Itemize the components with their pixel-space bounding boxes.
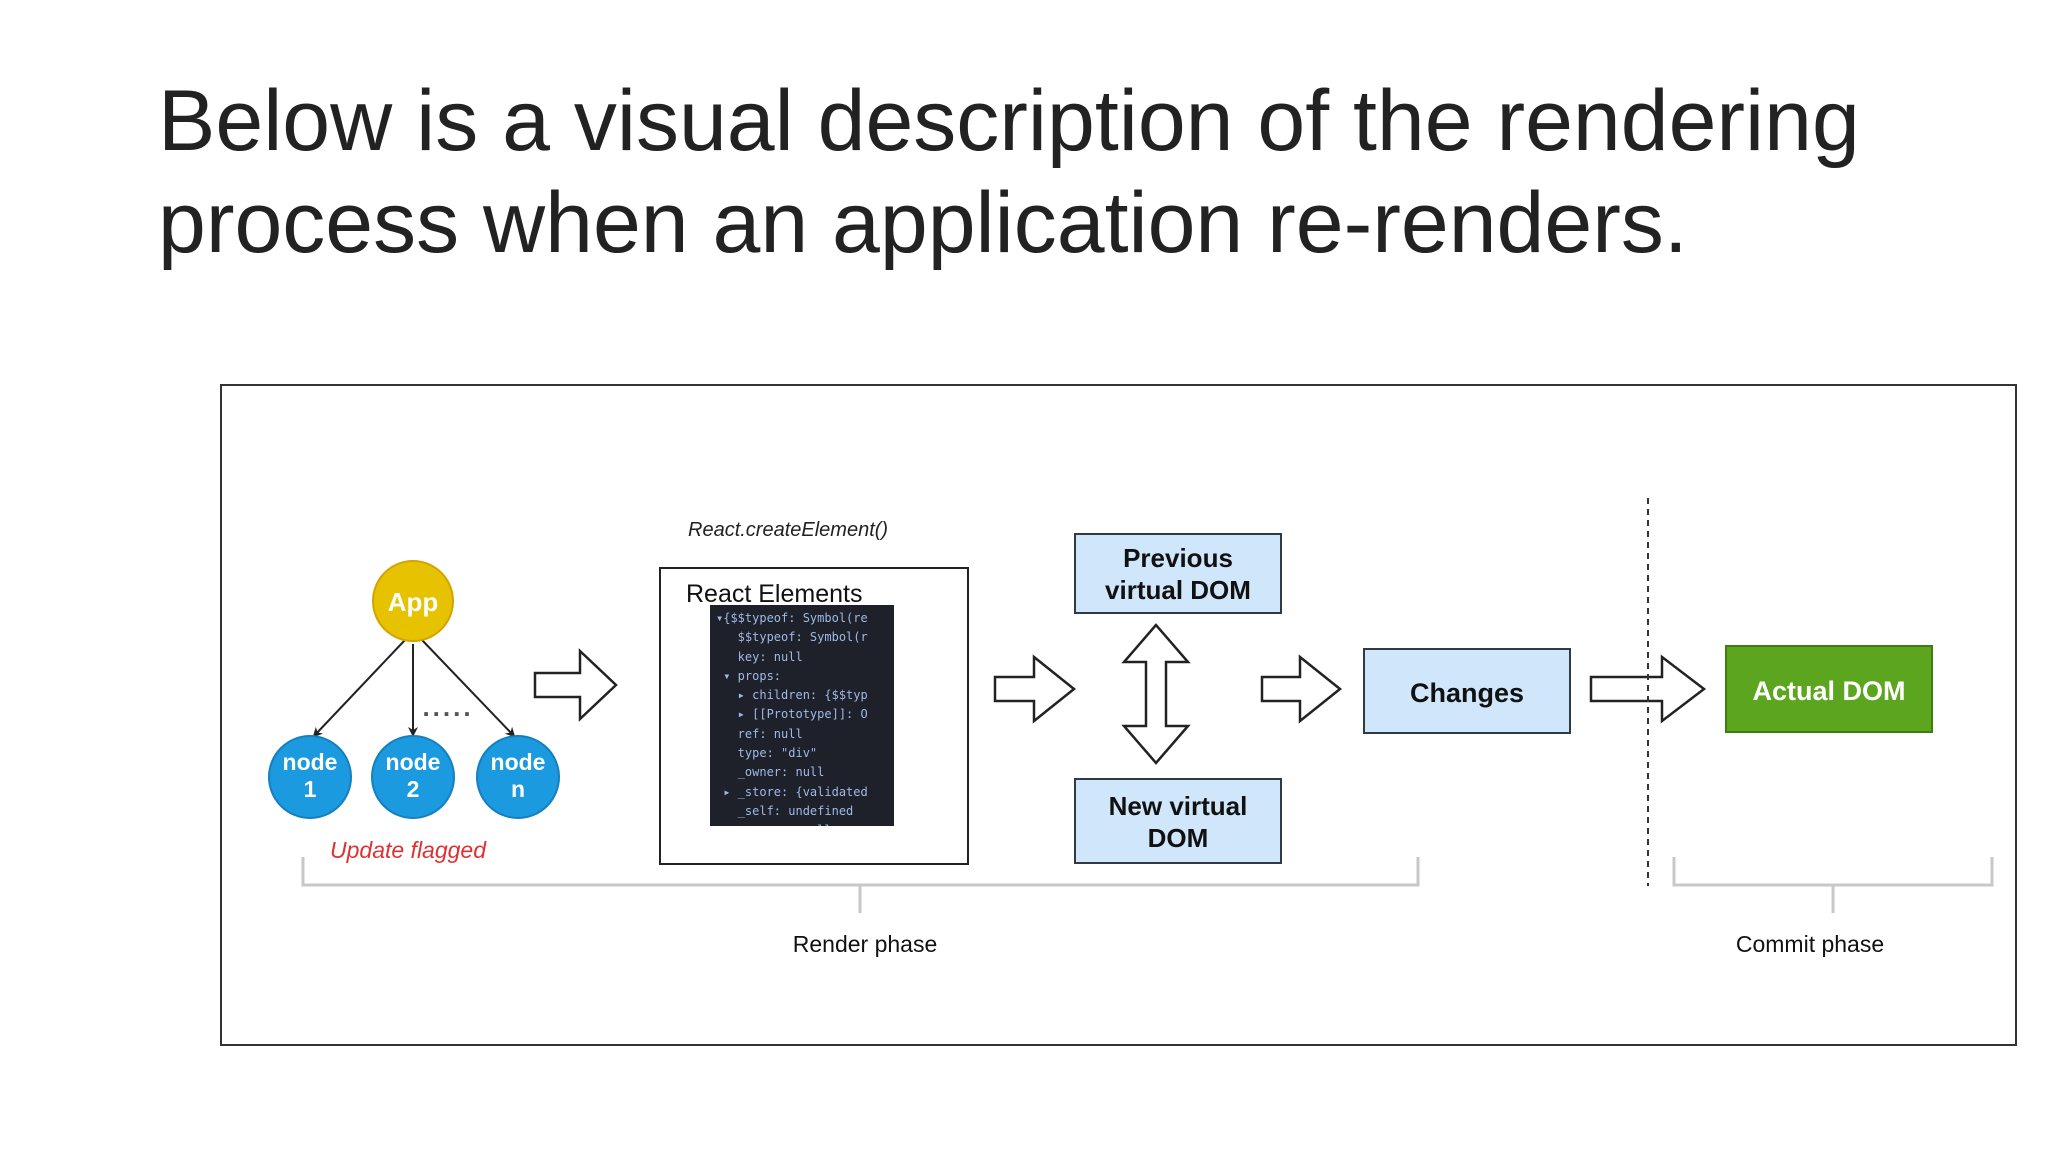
child-node-n-label-2: n [511, 776, 525, 802]
code-line: ▾{$$typeof: Symbol(re [716, 611, 868, 625]
code-line: $$typeof: Symbol(r [716, 630, 868, 645]
react-elements-label: React Elements [686, 580, 862, 608]
code-line: ▾ props: [716, 668, 782, 683]
code-line: _self: undefined [716, 803, 854, 818]
code-line: ▸ _store: {validated [716, 784, 868, 799]
update-flagged-label: Update flagged [330, 837, 487, 863]
code-line: ▸ children: {$$typ [716, 688, 868, 703]
changes-label: Changes [1410, 678, 1524, 708]
actual-dom-label: Actual DOM [1752, 676, 1905, 706]
code-line: _owner: null [716, 765, 825, 780]
commit-phase-bracket [1672, 857, 1994, 913]
title-line-1: Below is a visual description of the ren… [158, 73, 1860, 169]
previous-vdom-label-2: virtual DOM [1105, 575, 1251, 605]
child-node-n-label-1: node [491, 749, 546, 775]
code-line: ref: null [716, 726, 803, 741]
slide-title: Below is a visual description of the ren… [158, 70, 1958, 274]
edge-app-node1 [312, 639, 406, 738]
new-vdom-label-1: New virtual [1109, 791, 1248, 821]
child-node-2: node 2 [371, 735, 455, 819]
child-node-1: node 1 [268, 735, 352, 819]
new-vdom-box: New virtual DOM [1074, 778, 1282, 864]
previous-vdom-box: Previous virtual DOM [1074, 533, 1282, 614]
title-line-2: process when an application re-renders. [158, 175, 1688, 271]
commit-phase-label: Commit phase [1736, 931, 1884, 957]
create-element-label: React.createElement() [688, 519, 888, 541]
child-node-1-label-1: node [283, 749, 338, 775]
child-node-2-label-1: node [386, 749, 441, 775]
new-vdom-label-2: DOM [1148, 823, 1209, 853]
diagram-frame [220, 384, 2017, 1046]
double-arrow-vertical [1121, 623, 1191, 765]
child-node-n: node n [476, 735, 560, 819]
render-phase-bracket [301, 857, 1420, 913]
previous-vdom-label-1: Previous [1123, 543, 1233, 573]
hollow-arrow-2 [993, 654, 1077, 724]
app-node: App [372, 560, 454, 642]
code-line: _source: null [716, 821, 894, 826]
hollow-arrow-3 [1260, 654, 1343, 724]
actual-dom-box: Actual DOM [1725, 645, 1933, 733]
tree-edges [312, 639, 516, 738]
edge-app-noden [421, 639, 516, 738]
code-line: key: null [716, 649, 803, 664]
hollow-arrow-1 [533, 648, 618, 722]
child-node-1-label-2: 1 [304, 776, 317, 802]
child-node-2-label-2: 2 [407, 776, 420, 802]
code-line: type: "div" [716, 746, 818, 761]
render-phase-label: Render phase [793, 931, 938, 957]
app-node-label: App [388, 587, 439, 617]
changes-box: Changes [1363, 648, 1571, 734]
nodes-ellipsis: ..... [422, 692, 473, 722]
code-line: ▸ [[Prototype]]: O [716, 707, 868, 722]
react-element-code-panel: ▾{$$typeof: Symbol(re $$typeof: Symbol(r… [710, 605, 894, 826]
